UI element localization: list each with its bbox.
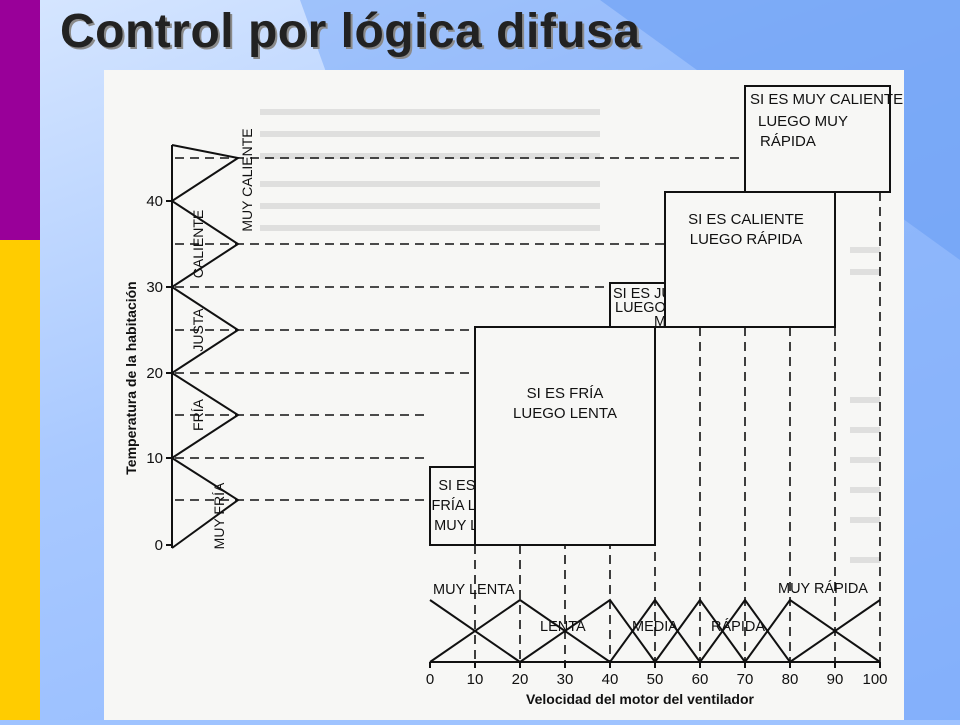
y-tick-label: 20 <box>146 365 163 382</box>
rule-text: LUEGO <box>615 300 666 316</box>
x-ticks <box>429 662 881 668</box>
x-tick-label: 0 <box>426 671 434 688</box>
x-tick-label: 100 <box>862 671 887 688</box>
accent-stripe-yellow <box>0 240 40 720</box>
background-text-lines <box>260 87 885 563</box>
speed-membership-curves-2 <box>429 598 881 664</box>
speed-set-muy-rapida: MUY RÁPIDA <box>778 580 868 597</box>
scanned-figure: 0 10 20 30 40 Temperatura de la habitaci… <box>104 70 904 720</box>
rule-box-fria <box>474 326 656 546</box>
rule-text: LUEGO LENTA <box>513 405 617 422</box>
x-tick-label: 80 <box>782 671 799 688</box>
rule-box-muy-caliente <box>744 85 891 193</box>
accent-stripe-purple <box>0 0 40 240</box>
x-axis-label: Velocidad del motor del ventilador <box>526 691 754 707</box>
temp-set-muy-fria: MUY FRÍA <box>211 482 227 549</box>
x-tick-label: 10 <box>467 671 484 688</box>
rule-text: SI ES MUY CALIENTE <box>750 91 903 108</box>
temp-set-muy-caliente: MUY CALIENTE <box>239 128 255 231</box>
x-tick-label: 40 <box>602 671 619 688</box>
x-tick-label: 90 <box>827 671 844 688</box>
y-tick-label: 0 <box>155 537 163 554</box>
rule-text: RÁPIDA <box>760 133 816 150</box>
x-tick-label: 50 <box>647 671 664 688</box>
fuzzy-control-diagram: 0 10 20 30 40 Temperatura de la habitaci… <box>123 85 903 707</box>
rule-text: LUEGO RÁPIDA <box>690 231 803 248</box>
rule-text: SI ES CALIENTE <box>688 211 804 228</box>
temp-dashed-lines <box>175 157 875 501</box>
rule-box-caliente <box>664 191 836 328</box>
y-tick-label: 10 <box>146 450 163 467</box>
rule-text: LUEGO MUY <box>758 113 848 130</box>
y-tick-label: 30 <box>146 279 163 296</box>
x-tick-label: 20 <box>512 671 529 688</box>
speed-set-lenta: LENTA <box>540 619 586 635</box>
speed-set-media: MEDIA <box>632 619 678 635</box>
rule-text: SI ES FRÍA <box>527 385 604 402</box>
speed-set-rapida: RÁPIDA <box>711 618 765 635</box>
slide-title: Control por lógica difusa <box>60 5 641 58</box>
x-tick-label: 30 <box>557 671 574 688</box>
x-tick-label: 60 <box>692 671 709 688</box>
x-tick-label: 70 <box>737 671 754 688</box>
y-tick-label: 40 <box>146 193 163 210</box>
speed-set-muy-lenta: MUY LENTA <box>433 582 515 598</box>
y-axis-label: Temperatura de la habitación <box>123 281 139 474</box>
